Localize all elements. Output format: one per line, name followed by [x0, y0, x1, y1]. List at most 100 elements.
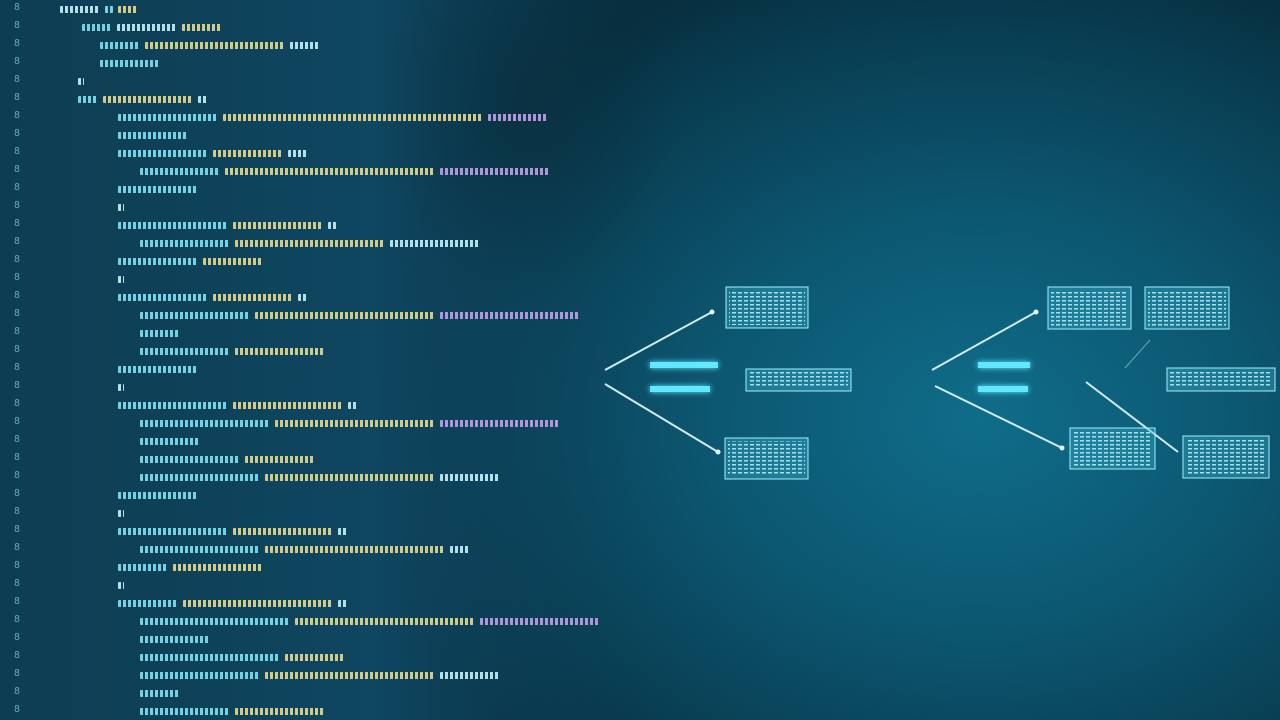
code-line: [140, 328, 180, 338]
code-token: [118, 365, 198, 373]
diagram-nodes: [724, 286, 1276, 480]
code-line: [140, 706, 325, 716]
line-number: 8: [14, 2, 22, 13]
code-line: [118, 580, 124, 590]
code-token: [100, 59, 160, 67]
code-line: [100, 58, 160, 68]
code-line: [118, 598, 348, 608]
code-token: [265, 545, 445, 553]
diagram-node: [1144, 286, 1230, 330]
code-token: [118, 113, 218, 121]
code-token: [140, 347, 230, 355]
code-token: [480, 617, 600, 625]
code-token: [140, 545, 260, 553]
line-number: 8: [14, 434, 22, 445]
line-number: 8: [14, 182, 22, 193]
line-number: 8: [14, 416, 22, 427]
code-token: [118, 185, 198, 193]
code-line: [118, 382, 124, 392]
diagram-node: [1047, 286, 1132, 330]
code-token: [440, 419, 560, 427]
code-token: [440, 167, 550, 175]
code-token: [225, 167, 435, 175]
code-token: [140, 239, 230, 247]
code-token: [295, 617, 475, 625]
line-number: 8: [14, 452, 22, 463]
code-line: [118, 490, 198, 500]
code-token: [140, 635, 210, 643]
line-number: 8: [14, 380, 22, 391]
line-number: 8: [14, 128, 22, 139]
diagram-node: [1166, 367, 1276, 392]
line-number: 8: [14, 344, 22, 355]
code-token: [198, 95, 208, 103]
connector-lines: [604, 311, 1179, 453]
code-line: [118, 256, 263, 266]
code-line: [140, 436, 200, 446]
code-token: [140, 617, 290, 625]
code-token: [140, 671, 260, 679]
code-token: [100, 41, 140, 49]
line-number: 8: [14, 254, 22, 265]
code-token: [255, 311, 435, 319]
code-token: [182, 23, 222, 31]
code-token: [233, 221, 323, 229]
code-token: [118, 131, 188, 139]
code-line: [140, 688, 180, 698]
line-number: 8: [14, 578, 22, 589]
line-number: 8: [14, 614, 22, 625]
code-token: [118, 275, 124, 283]
code-line: [118, 274, 124, 284]
line-number: 8: [14, 272, 22, 283]
code-token: [140, 653, 280, 661]
code-token: [440, 473, 500, 481]
code-line: [78, 94, 208, 104]
code-token: [140, 707, 230, 715]
code-token: [285, 653, 345, 661]
code-token: [213, 293, 293, 301]
code-token: [265, 671, 435, 679]
code-token: [140, 437, 200, 445]
line-number: 8: [14, 704, 22, 715]
code-line: [118, 526, 348, 536]
code-token: [183, 599, 333, 607]
code-token: [60, 5, 100, 13]
code-line: [140, 454, 315, 464]
code-line: [118, 400, 358, 410]
code-line: [60, 4, 138, 14]
line-number: 8: [14, 236, 22, 247]
bar-glyphs: [650, 362, 1030, 392]
code-token: [118, 527, 228, 535]
code-token: [213, 149, 283, 157]
line-number: 8: [14, 560, 22, 571]
code-line: [118, 202, 124, 212]
line-number: 8: [14, 470, 22, 481]
code-token: [118, 599, 178, 607]
line-number: 8: [14, 632, 22, 643]
code-token: [235, 707, 325, 715]
line-number: 8: [14, 164, 22, 175]
code-token: [140, 473, 260, 481]
code-token: [78, 77, 84, 85]
code-token: [118, 203, 124, 211]
code-line: [140, 634, 210, 644]
code-line: [140, 418, 560, 428]
code-token: [117, 23, 177, 31]
code-line: [118, 112, 548, 122]
code-token: [118, 149, 208, 157]
code-token: [145, 41, 285, 49]
line-number: 8: [14, 596, 22, 607]
code-token: [140, 311, 250, 319]
code-token: [140, 419, 270, 427]
code-token: [328, 221, 338, 229]
code-token: [450, 545, 470, 553]
code-token: [78, 95, 98, 103]
code-token: [103, 95, 193, 103]
code-token: [288, 149, 308, 157]
code-line: [118, 220, 338, 230]
connector-arrowheads: [709, 309, 1065, 455]
line-number: 8: [14, 38, 22, 49]
code-token: [118, 509, 124, 517]
code-token: [173, 563, 263, 571]
